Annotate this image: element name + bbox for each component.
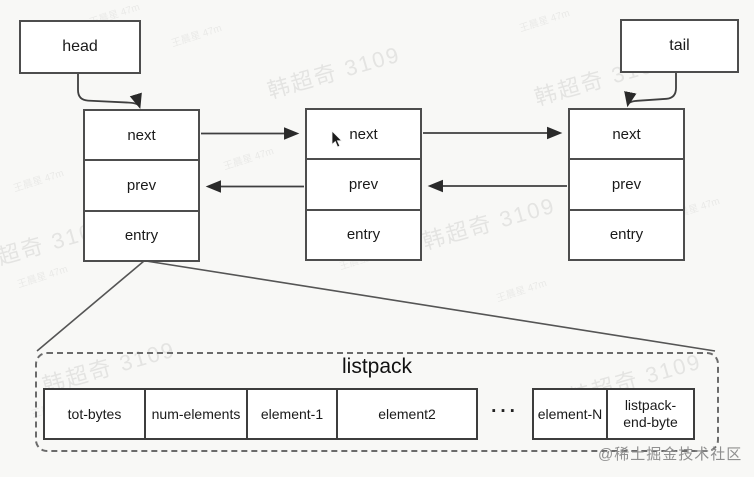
node1-prev-cell: prev	[85, 159, 198, 209]
node2-entry-cell: entry	[307, 208, 420, 259]
listpack-cell-tot-bytes: tot-bytes	[43, 388, 146, 440]
node2-prev-cell: prev	[307, 158, 420, 208]
head-label: head	[62, 38, 98, 55]
listpack-dashed-container	[35, 352, 719, 452]
listpack-end-byte-line2: end-byte	[623, 414, 678, 430]
list-node-2: next prev entry	[305, 108, 422, 261]
listpack-end-byte-line1: listpack-	[624, 397, 677, 413]
head-pointer-arrow	[77, 71, 142, 110]
listpack-title: listpack	[341, 355, 413, 378]
node3-prev-cell: prev	[570, 158, 683, 208]
listpack-cell-element-1: element-1	[246, 388, 338, 440]
tail-pointer-arrow	[624, 70, 677, 108]
tail-label: tail	[669, 37, 690, 54]
node3-next-cell: next	[612, 125, 641, 143]
listpack-cell-element-n: element-N	[532, 388, 608, 440]
node1-next-cell: next	[127, 126, 156, 144]
list-node-3: next prev entry	[568, 108, 685, 261]
list-node-1: next prev entry	[83, 109, 200, 262]
site-credit-watermark: @稀土掘金技术社区	[598, 446, 743, 463]
listpack-ellipsis: ...	[491, 396, 519, 417]
head-pointer-box: head	[19, 20, 141, 74]
listpack-cell-end-byte: listpack- end-byte	[606, 388, 695, 440]
node1-entry-cell: entry	[85, 209, 198, 260]
entry-expand-line-left	[36, 260, 145, 352]
entry-expand-line-right	[145, 260, 716, 352]
node2-next-cell: next	[349, 125, 378, 143]
tail-pointer-box: tail	[620, 19, 739, 73]
listpack-cell-element-2: element2	[336, 388, 478, 440]
node3-entry-cell: entry	[570, 208, 683, 259]
listpack-cell-num-elements: num-elements	[144, 388, 248, 440]
